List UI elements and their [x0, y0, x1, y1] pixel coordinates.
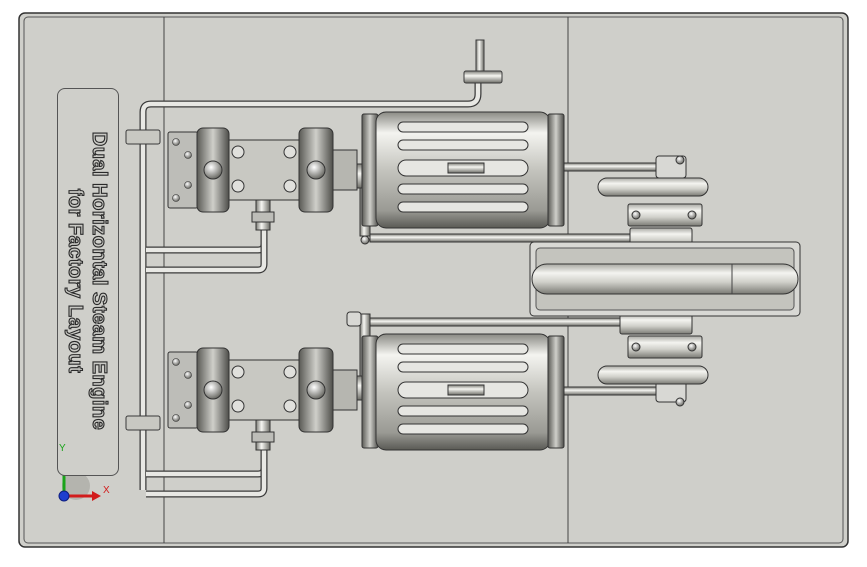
flywheel — [529, 241, 801, 317]
axis-y-label: Y — [59, 443, 66, 454]
axis-x-label: X — [103, 485, 110, 496]
title-label-panel — [57, 88, 119, 476]
crankshaft-assembly — [369, 177, 801, 385]
drawing-title-line-2: for Factory Layout — [63, 188, 86, 374]
lower-cylinder — [361, 333, 565, 451]
drawing-title: Dual Horizontal Steam Engine for Factory… — [63, 91, 111, 471]
upper-valve-chest — [167, 127, 358, 231]
upper-cylinder — [361, 111, 565, 229]
drawing-title-line-1: Dual Horizontal Steam Engine — [87, 131, 110, 431]
lower-valve-chest — [167, 347, 358, 451]
lower-engine — [167, 311, 687, 451]
upper-engine — [167, 111, 687, 245]
steam-supply-pipes — [125, 39, 503, 498]
